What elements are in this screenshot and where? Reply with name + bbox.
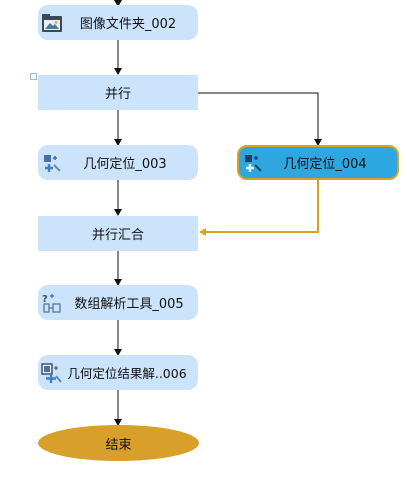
node-array-parser[interactable]: ? 数组解析工具_005 bbox=[38, 285, 198, 320]
geometry-result-icon bbox=[41, 362, 63, 384]
geometry-locate-icon bbox=[41, 152, 63, 174]
folder-image-icon bbox=[41, 12, 63, 34]
svg-text:?: ? bbox=[42, 294, 48, 305]
node-parallel-join-label: 并行汇合 bbox=[91, 228, 144, 243]
node-geo-locate-004-label: 几何定位_004 bbox=[283, 157, 367, 172]
node-end-label: 结束 bbox=[105, 437, 132, 453]
node-geo-result-parse-label: 几何定位结果解..006 bbox=[67, 366, 187, 381]
collapse-handle[interactable] bbox=[30, 73, 37, 80]
node-parallel-join[interactable]: 并行汇合 bbox=[38, 216, 198, 251]
node-image-folder-label: 图像文件夹_002 bbox=[79, 17, 177, 32]
node-parallel-label: 并行 bbox=[104, 87, 131, 102]
node-end[interactable]: 结束 bbox=[38, 425, 199, 461]
edge-geo004-to-join bbox=[199, 180, 319, 236]
geometry-locate-icon bbox=[242, 152, 264, 174]
node-geo-result-parse[interactable]: 几何定位结果解..006 bbox=[38, 355, 198, 390]
node-array-parser-label: 数组解析工具_005 bbox=[74, 297, 184, 312]
array-parse-icon: ? bbox=[41, 292, 63, 314]
edge-parallel-to-geo004 bbox=[198, 92, 322, 146]
node-geo-locate-003-label: 几何定位_003 bbox=[83, 157, 167, 172]
node-parallel[interactable]: 并行 bbox=[38, 75, 198, 110]
node-image-folder[interactable]: 图像文件夹_002 bbox=[38, 5, 198, 40]
node-geo-locate-003[interactable]: 几何定位_003 bbox=[38, 145, 198, 180]
node-geo-locate-004[interactable]: 几何定位_004 bbox=[237, 145, 399, 180]
